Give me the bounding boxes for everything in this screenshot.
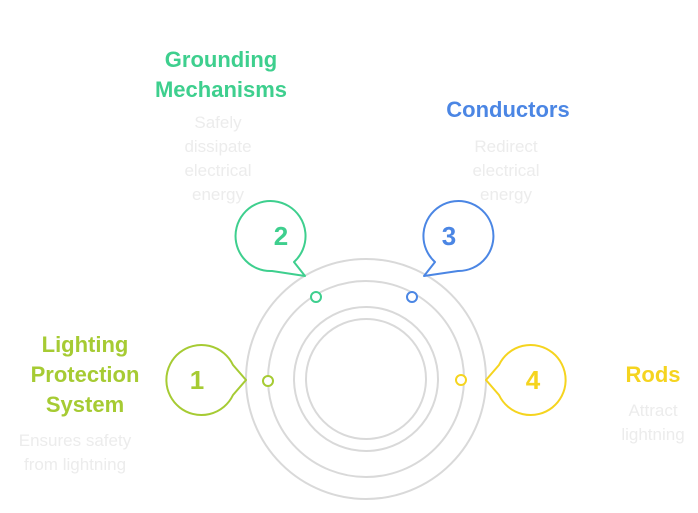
- outer-ring: [245, 258, 487, 500]
- second-ring: [267, 280, 465, 478]
- step-4-description: Attract lightning: [621, 401, 685, 444]
- step-1-bubble: [165, 344, 247, 416]
- step-2-marker: [310, 291, 322, 303]
- inner-ring: [305, 318, 427, 440]
- step-3-title: Conductors: [446, 97, 570, 122]
- step-2-bubble: [234, 200, 307, 277]
- step-4-bubble: [485, 344, 567, 416]
- step-2-title: Grounding Mechanisms: [154, 47, 288, 102]
- step-4-title: Rods: [625, 362, 681, 387]
- step-1-title: Lighting Protection System: [30, 332, 140, 417]
- step-4-number: 4: [526, 365, 541, 395]
- step-1-description: Ensures safety from lightning: [18, 431, 132, 474]
- step-3-marker: [406, 291, 418, 303]
- third-ring: [293, 306, 439, 452]
- step-3-bubble: [422, 200, 495, 277]
- step-1-marker: [262, 375, 274, 387]
- step-2-description: Safely dissipate electrical energy: [184, 113, 252, 204]
- step-4-marker: [455, 374, 467, 386]
- step-3-description: Redirect electrical energy: [472, 137, 540, 204]
- step-2-number: 2: [274, 221, 288, 251]
- step-3-number: 3: [442, 221, 456, 251]
- step-1-number: 1: [190, 365, 204, 395]
